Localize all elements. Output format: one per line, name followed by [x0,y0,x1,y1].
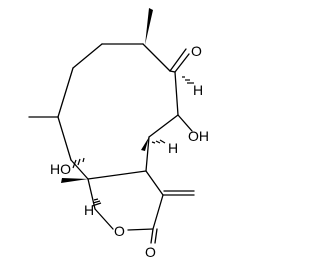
hash-bond [91,202,102,207]
hash-bond [92,200,101,204]
hashed-bonds [72,76,194,207]
bond [154,228,158,244]
bond [57,67,74,118]
hash-bond [155,140,161,144]
bond [72,43,103,69]
bond [169,70,176,73]
bond [87,170,147,180]
hash-bond [151,141,156,144]
bond [94,208,114,230]
hash-bond [82,157,85,163]
bond [145,136,150,172]
hash-bond [159,139,166,144]
bond [174,53,190,73]
bond [127,228,154,231]
ring-bonds [28,43,195,244]
lactone-oxygen-label: O [114,223,125,239]
carbonyl-oxygen-label: O [145,244,156,259]
bond [150,228,154,244]
bond [152,194,164,230]
chemical-structure-diagram: O OH HO O O H H H [28,8,209,259]
hydrogen-label-junction-lower: H [84,202,94,218]
hydrogen-label-epoxide: H [193,82,203,98]
hydrogen-label-junction-upper: H [168,140,178,156]
stereo-bonds [61,8,153,183]
hydroxyl-upper-label: OH [188,128,209,144]
bond [57,116,72,161]
wedge-bond [141,137,149,151]
bond [177,114,193,132]
hash-bond [72,159,77,169]
hash-bond [93,198,99,201]
bond [145,170,164,196]
hash-bond [77,158,81,166]
bond [87,178,96,210]
bond [148,114,179,138]
wedge-bond [61,178,88,183]
wedge-bond [145,8,153,45]
bond [174,71,179,116]
bond [169,48,187,72]
hydroxyl-lower-label: HO [50,161,71,177]
bond [70,159,89,180]
epoxide-oxygen-label: O [191,43,202,59]
bond [142,43,171,72]
